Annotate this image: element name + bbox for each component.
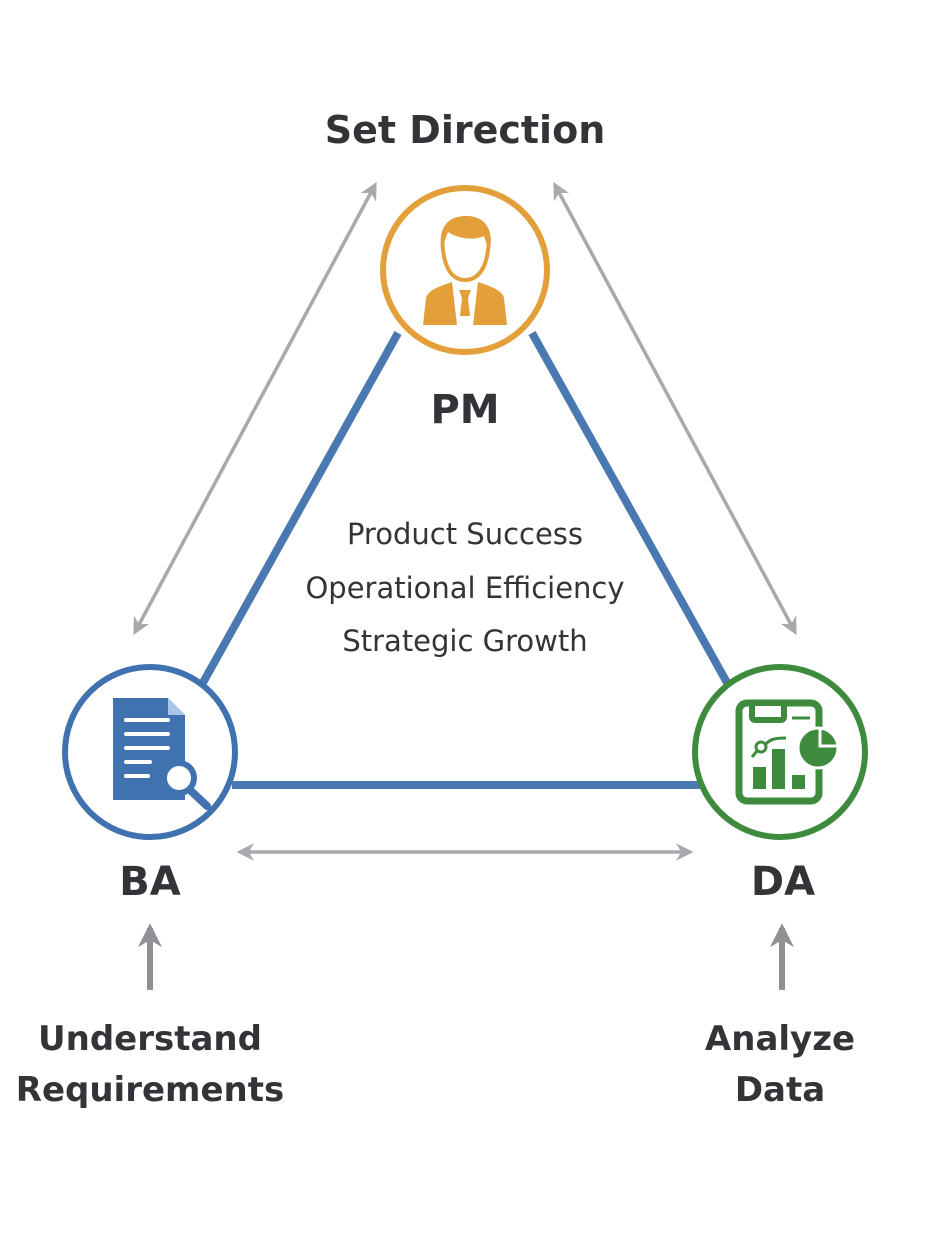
- center-text-line: Product Success: [347, 517, 583, 551]
- ba-action-line: Understand: [38, 1019, 262, 1059]
- pm-ba-arrow: [133, 181, 377, 636]
- ba-action-line: Requirements: [16, 1070, 284, 1110]
- pm-node: [380, 185, 550, 355]
- pm-label: PM: [430, 387, 499, 433]
- triangle-edge-left: [196, 331, 402, 690]
- da-label: DA: [751, 859, 815, 905]
- da-action-line: Analyze: [705, 1019, 855, 1059]
- triangle-edge-right: [528, 331, 734, 690]
- document-search-icon: [113, 698, 211, 810]
- center-text-line: Operational Efficiency: [305, 571, 624, 605]
- top-label: Set Direction: [325, 108, 606, 152]
- pm-da-arrow: [553, 181, 797, 636]
- da-action-line: Data: [735, 1070, 825, 1110]
- analytics-clipboard-icon: [735, 699, 840, 805]
- businessman-icon: [423, 215, 507, 325]
- da-node: [692, 664, 868, 840]
- center-text-line: Strategic Growth: [342, 624, 587, 658]
- ba-label: BA: [119, 859, 180, 905]
- ba-node: [62, 664, 238, 840]
